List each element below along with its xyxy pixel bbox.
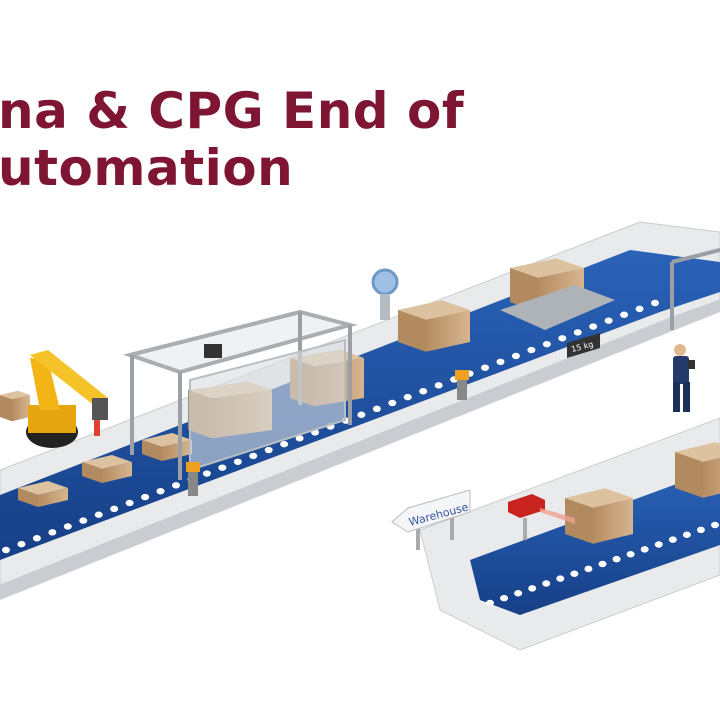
roller-dot: [403, 393, 412, 401]
roller-dot: [156, 487, 165, 495]
roller-dot: [626, 551, 635, 558]
roller-dot: [514, 590, 523, 597]
roller-dot: [711, 521, 719, 529]
roller-dot: [640, 546, 649, 553]
roller-dot: [598, 560, 607, 568]
roller-dot: [388, 399, 397, 407]
roller-dot: [528, 585, 537, 592]
weighing-scale: [500, 285, 615, 330]
roller-dot: [419, 388, 428, 395]
packaging-machine: [122, 309, 358, 480]
roller-dot: [654, 541, 663, 548]
roller-dot: [79, 517, 88, 524]
operator-person: [673, 344, 695, 412]
roller-dot: [110, 505, 119, 513]
roller-dot: [556, 575, 565, 582]
roller-dot: [573, 329, 582, 336]
roller-dot: [511, 352, 520, 360]
roller-dot: [584, 565, 593, 573]
roller-dot: [141, 493, 150, 501]
roller-dot: [357, 411, 366, 418]
roller-dot: [434, 382, 443, 389]
signal-post: [186, 370, 469, 496]
roller-dot: [218, 464, 227, 471]
scanner-arch: [670, 248, 720, 330]
roller-dot: [125, 499, 134, 507]
roller-dot: [32, 535, 41, 542]
belt-rollers: [486, 521, 719, 607]
upper-platform-edge: [0, 300, 720, 600]
roller-dot: [17, 540, 26, 548]
roller-dot: [558, 335, 567, 342]
roller-dot: [620, 311, 629, 318]
barcode-scanner: [508, 494, 575, 540]
roller-dot: [651, 299, 659, 307]
roller-dot: [295, 435, 304, 442]
roller-dot: [249, 452, 258, 460]
roller-dot: [171, 482, 180, 489]
roller-dot: [486, 599, 494, 607]
box: [398, 300, 470, 352]
roller-dot: [202, 470, 211, 477]
roller-dot: [682, 531, 691, 538]
weight-display: 15 kg: [567, 333, 600, 358]
robot-arm: [26, 350, 108, 448]
roller-dot: [496, 358, 505, 366]
label-printer: [371, 268, 399, 320]
roller-dot: [2, 546, 10, 554]
roller-dot: [570, 570, 579, 577]
roller-dot: [542, 580, 551, 587]
box: [565, 488, 633, 544]
roller-dot: [635, 305, 644, 313]
roller-dot: [48, 529, 57, 536]
box: [0, 390, 30, 422]
roller-dot: [481, 364, 490, 371]
roller-dot: [527, 346, 536, 354]
roller-dot: [280, 440, 289, 448]
roller-dot: [696, 526, 705, 534]
roller-dot: [500, 594, 509, 602]
roller-dot: [94, 511, 103, 518]
box: [18, 481, 68, 507]
roller-dot: [589, 323, 598, 330]
roller-dot: [264, 446, 273, 454]
belt-rollers: [2, 299, 659, 554]
box: [675, 442, 720, 498]
title-line-2: utomation: [0, 139, 294, 197]
roller-dot: [63, 523, 72, 530]
box: [82, 455, 132, 483]
roller-dot: [233, 458, 242, 465]
roller-dot: [612, 555, 621, 563]
roller-dot: [604, 317, 613, 324]
roller-dot: [542, 340, 551, 348]
roller-dot: [668, 536, 677, 543]
roller-dot: [372, 405, 381, 413]
title-line-1: na & CPG End of: [0, 82, 465, 140]
